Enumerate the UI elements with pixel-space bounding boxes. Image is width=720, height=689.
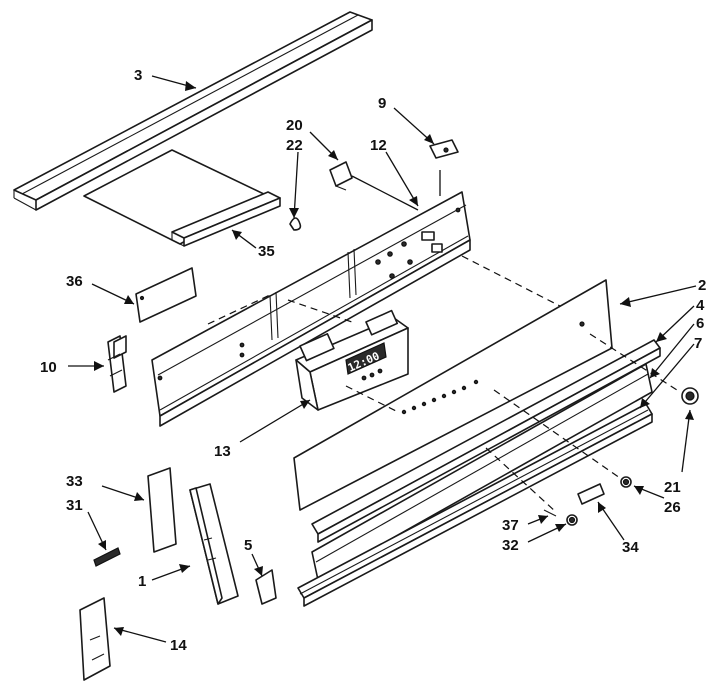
callout-7: 7 xyxy=(694,335,702,352)
callout-31: 31 xyxy=(66,497,83,514)
leader-lines xyxy=(68,75,697,643)
part-20-switch xyxy=(329,161,353,191)
alignment-line-bottom xyxy=(485,447,557,513)
part-34-bracket xyxy=(577,483,605,505)
part-1-end-cap xyxy=(189,483,239,605)
part-32-knob xyxy=(566,514,578,526)
part-12-control-bracket xyxy=(151,191,471,427)
callout-5: 5 xyxy=(244,537,252,554)
alignment-line-knob-low xyxy=(493,389,621,479)
part-22-clip xyxy=(289,217,302,231)
part-6-trim xyxy=(311,363,653,581)
callout-13: 13 xyxy=(214,443,231,460)
callout-22: 22 xyxy=(286,137,303,154)
part-9-component xyxy=(429,139,459,159)
part-31-bar xyxy=(93,547,121,567)
part-36-board xyxy=(135,267,197,323)
callout-1: 1 xyxy=(138,573,146,590)
callout-21: 21 xyxy=(664,479,681,496)
part-4-trim-strip xyxy=(311,339,661,543)
part-3-top-trim xyxy=(13,11,373,211)
callout-20: 20 xyxy=(286,117,303,134)
part-14-side-bracket xyxy=(79,597,111,681)
callout-10: 10 xyxy=(40,359,57,376)
part-35-bracket xyxy=(171,191,281,247)
part-10-bracket xyxy=(107,335,127,393)
callout-33: 33 xyxy=(66,473,83,490)
callout-4: 4 xyxy=(696,297,705,314)
alignment-line-panel-right xyxy=(461,255,561,307)
part-37-pin xyxy=(543,509,557,517)
callout-9: 9 xyxy=(378,95,386,112)
part-5-piece xyxy=(255,569,277,605)
part-26-knob xyxy=(620,476,632,488)
callout-2: 2 xyxy=(698,277,706,294)
callout-26: 26 xyxy=(664,499,681,516)
callout-34: 34 xyxy=(622,539,639,556)
callout-36: 36 xyxy=(66,273,83,290)
part-33-panel xyxy=(147,467,177,553)
part-21-knob xyxy=(681,387,699,405)
part-13-clock-module xyxy=(295,309,409,411)
callout-3: 3 xyxy=(134,67,142,84)
callout-12: 12 xyxy=(370,137,387,154)
callout-14: 14 xyxy=(170,637,187,654)
callout-6: 6 xyxy=(696,315,704,332)
callout-37: 37 xyxy=(502,517,519,534)
callout-32: 32 xyxy=(502,537,519,554)
alignment-line-knob xyxy=(589,333,681,393)
part-7-trim xyxy=(297,403,653,607)
callout-35: 35 xyxy=(258,243,275,260)
alignment-line-module-low xyxy=(345,385,399,413)
